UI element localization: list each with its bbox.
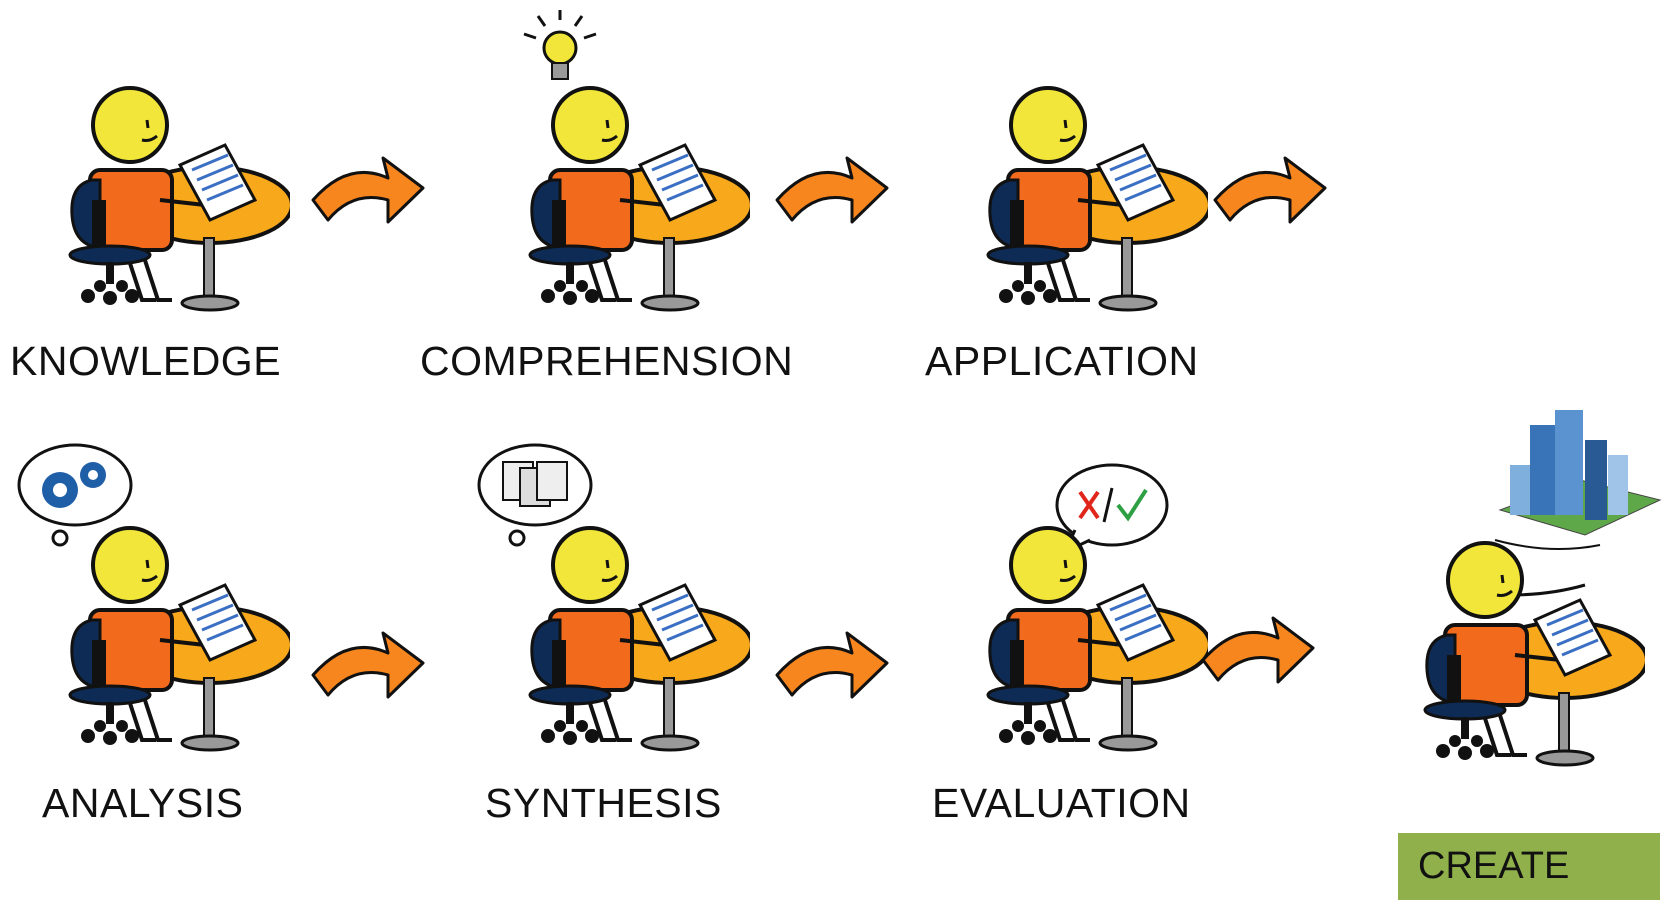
analysis-figure	[30, 440, 290, 770]
evaluation-figure	[948, 440, 1208, 770]
stage-label-evaluation: EVALUATION	[932, 780, 1191, 826]
city-buildings-icon	[1490, 405, 1663, 565]
synthesis-figure	[490, 440, 750, 770]
arrow-icon	[772, 615, 892, 705]
arrow-icon	[1198, 600, 1318, 690]
arrow-icon	[308, 140, 428, 230]
cross-check-speech-icon	[1050, 460, 1170, 560]
arrow-icon	[1210, 140, 1330, 230]
application-figure	[948, 0, 1208, 330]
lightbulb-icon	[518, 8, 602, 88]
stage-label-synthesis: SYNTHESIS	[485, 780, 722, 826]
stage-label-comprehension: COMPREHENSION	[420, 338, 794, 384]
knowledge-figure	[30, 0, 290, 330]
stage-label-analysis: ANALYSIS	[42, 780, 244, 826]
arrow-icon	[772, 140, 892, 230]
documents-thought-icon	[475, 440, 595, 550]
stage-label-application: APPLICATION	[925, 338, 1199, 384]
create-figure	[1385, 455, 1645, 785]
gears-thought-icon	[15, 440, 135, 550]
arrow-icon	[308, 615, 428, 705]
stage-label-knowledge: KNOWLEDGE	[10, 338, 282, 384]
stage-label-create: CREATE	[1398, 833, 1660, 900]
